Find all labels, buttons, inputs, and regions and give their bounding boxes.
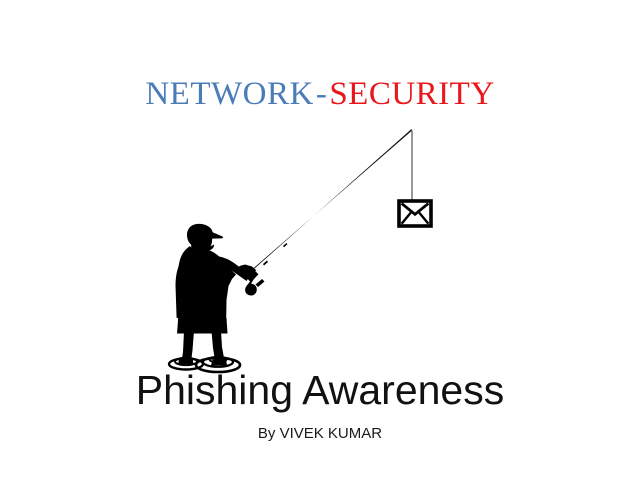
title-word-network: NETWORK [145,76,314,112]
fishing-rod [244,129,413,278]
slide-headline: Phishing Awareness [135,367,505,413]
slide-title: NETWORK-SECURITY [0,74,640,114]
title-word-security: SECURITY [329,76,495,112]
envelope-icon [397,199,433,228]
slide-byline: By VIVEK KUMAR [257,425,383,442]
fisherman-silhouette [175,223,288,366]
title-separator: - [315,76,328,112]
